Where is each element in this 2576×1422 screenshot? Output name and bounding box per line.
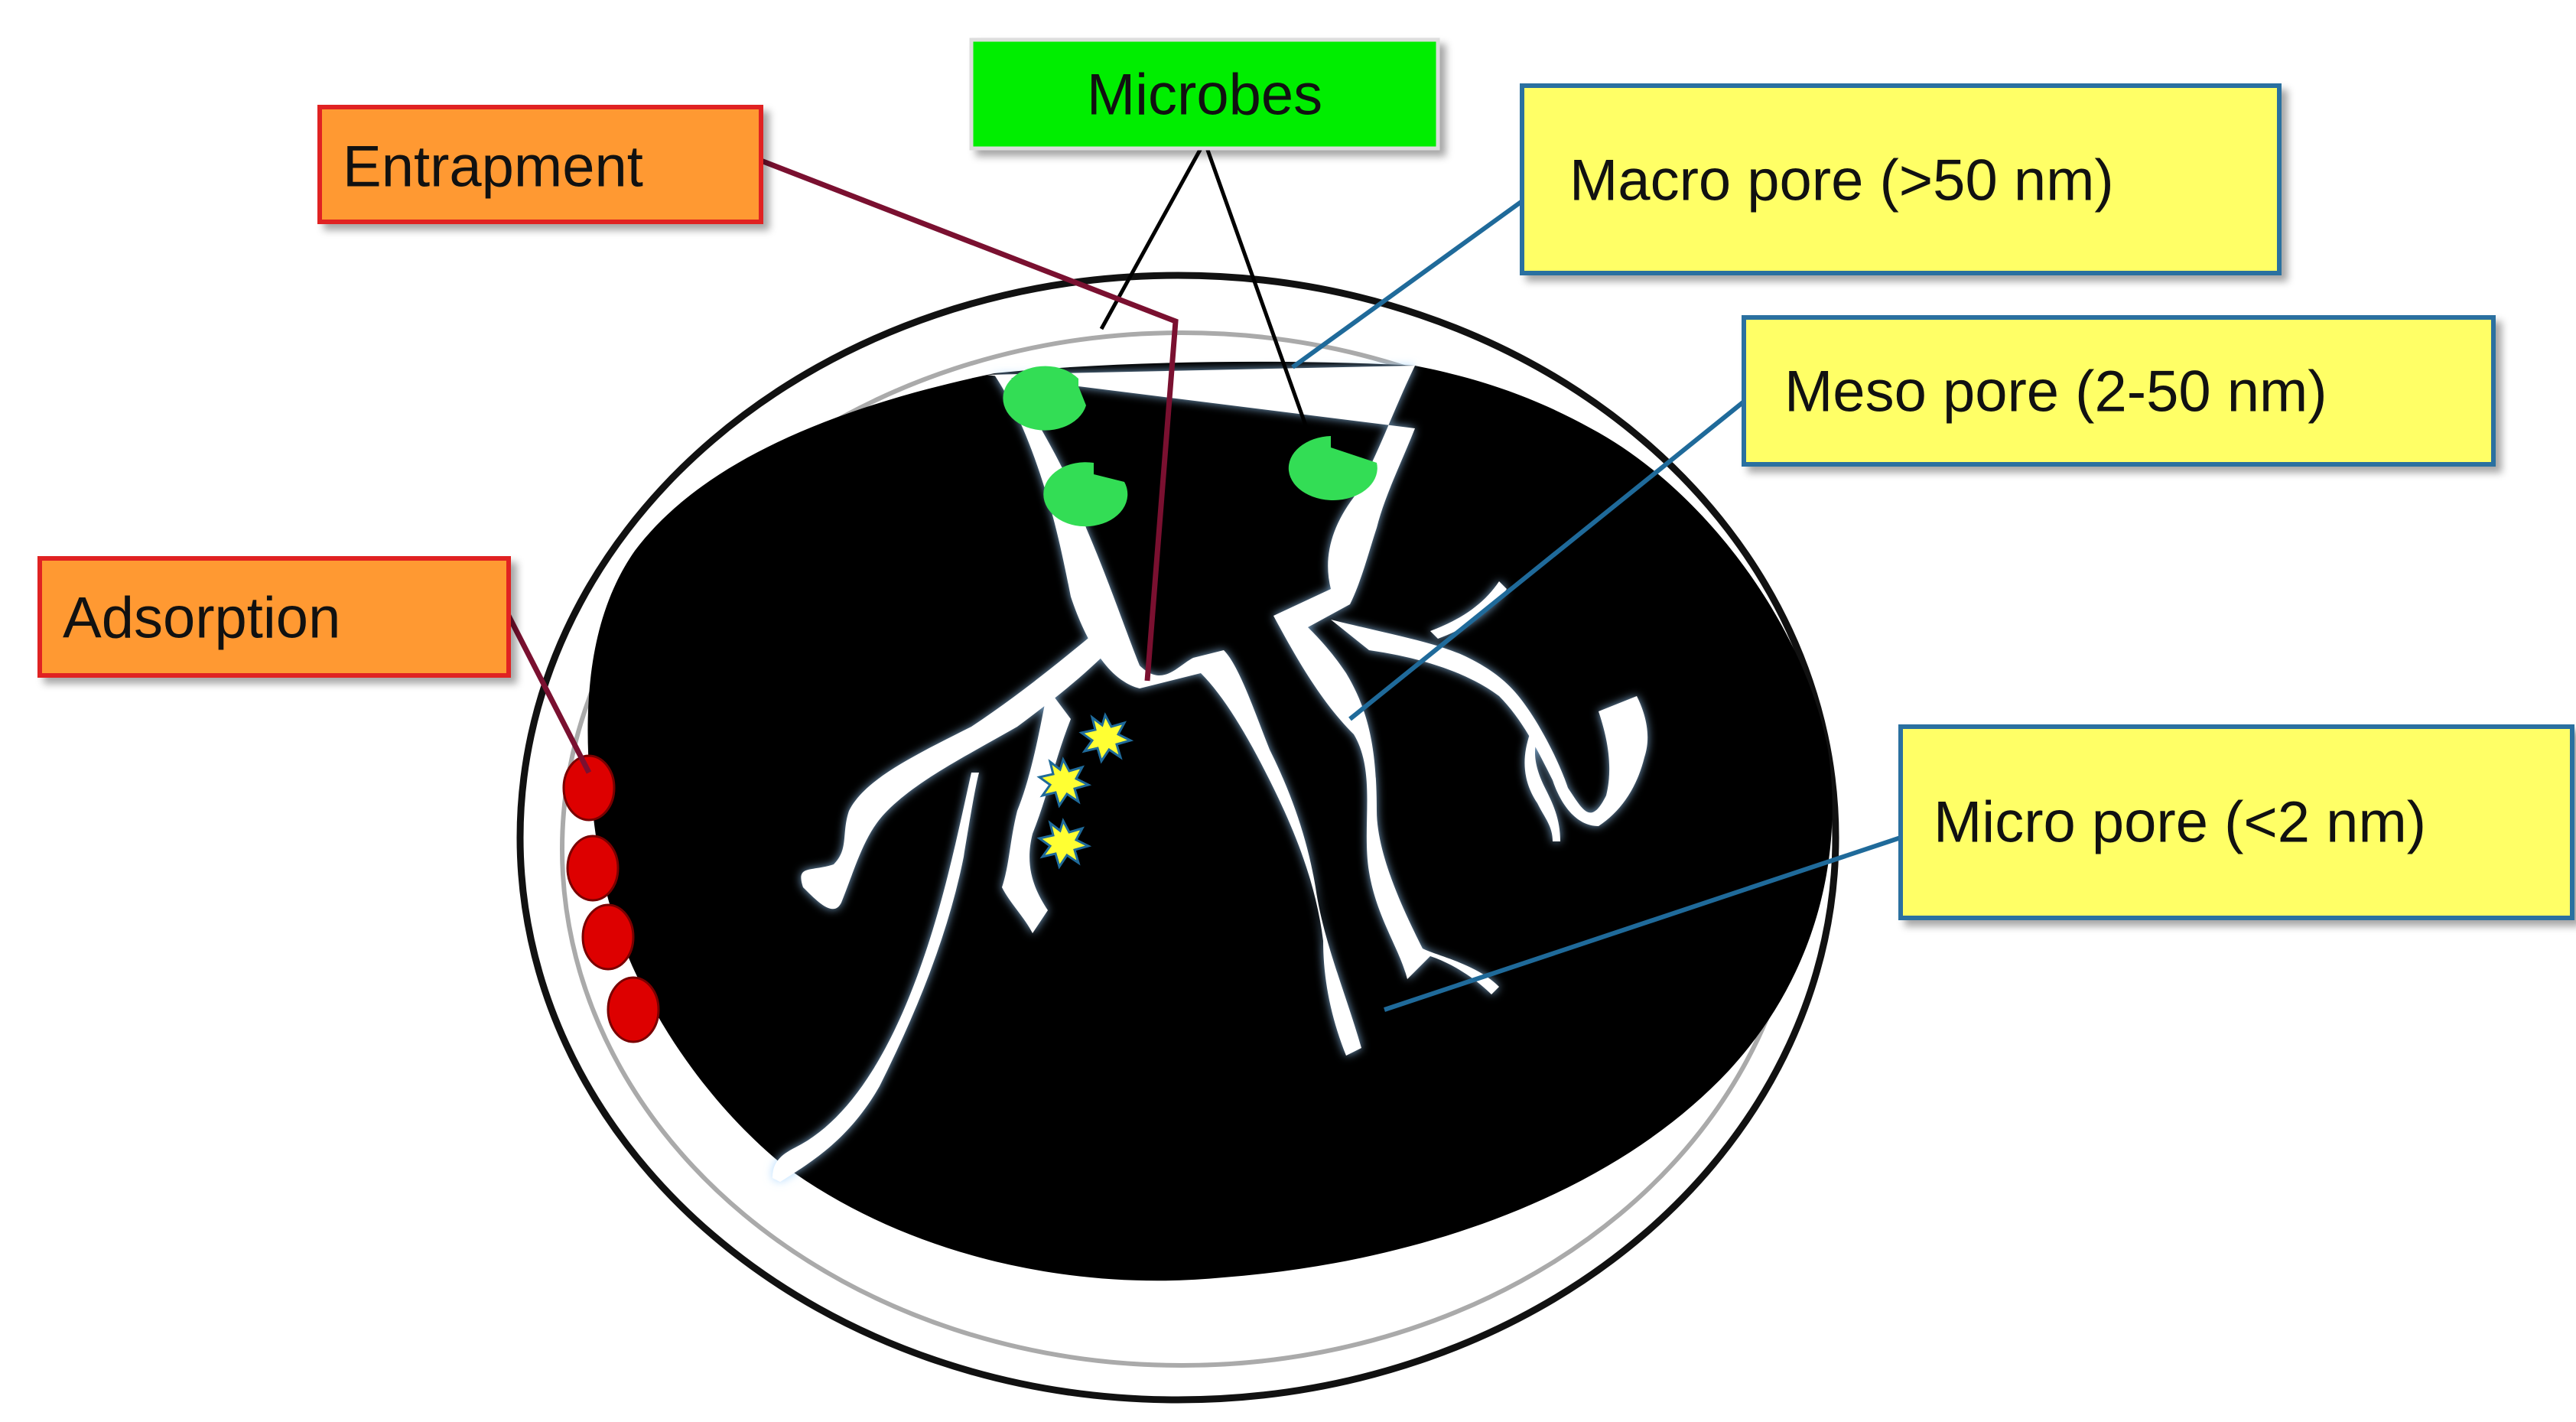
- entrapment-label: Entrapment: [343, 135, 643, 200]
- meso-pore-connector: [1348, 399, 1745, 721]
- entrapped-particles: [1036, 712, 1134, 870]
- adsorption-label: Adsorption: [63, 586, 340, 651]
- macro-pore-trunk: [994, 375, 1361, 1056]
- left-lower-branch: [1002, 688, 1071, 933]
- micro-pore-connector: [1384, 835, 1901, 1012]
- right-thin-branch: [1430, 581, 1507, 639]
- macro-pore-channel: [987, 366, 1499, 994]
- entrapped-particle-icon: [1036, 757, 1092, 809]
- adsorbed-particle-icon: [566, 835, 620, 902]
- microbes-connector-right: [1202, 141, 1312, 437]
- pore-network: [772, 366, 1648, 1182]
- right-tail-branch: [1524, 734, 1560, 841]
- connector-lines: [506, 140, 1901, 1012]
- microbe-icon: [1288, 436, 1377, 500]
- label-macro-pore: Macro pore (>50 nm): [1520, 83, 2282, 275]
- adsorbed-particle-icon: [581, 903, 635, 971]
- entrapment-connector: [759, 158, 1179, 682]
- adsorbed-particles: [562, 754, 660, 1043]
- entrapped-particle-icon: [1036, 818, 1092, 870]
- macro-pore-label: Macro pore (>50 nm): [1569, 148, 2114, 213]
- microbes-box: [969, 37, 1440, 151]
- right-branch: [1331, 620, 1648, 826]
- microbe-icon: [1043, 462, 1128, 527]
- micro-pore-label: Micro pore (<2 nm): [1934, 790, 2426, 855]
- biochar-body: [587, 361, 1833, 1281]
- microbes-group: [1003, 366, 1377, 527]
- meso-pore-label: Meso pore (2-50 nm): [1784, 360, 2327, 425]
- left-branch: [801, 627, 1109, 909]
- label-adsorption: Adsorption: [37, 556, 511, 678]
- micro-pore-box: [1898, 724, 2574, 920]
- microbe-icon: [1003, 366, 1086, 431]
- adsorption-box: [37, 556, 511, 678]
- entrapment-box: [317, 105, 763, 224]
- adsorption-connector: [506, 614, 592, 774]
- entrapped-particle-icon: [1078, 712, 1134, 764]
- adsorbed-particle-icon: [562, 754, 616, 822]
- adsorbed-particle-icon: [607, 976, 660, 1043]
- meso-pore-box: [1742, 315, 2496, 467]
- label-microbes: Microbes: [969, 37, 1440, 151]
- label-micro-pore: Micro pore (<2 nm): [1898, 724, 2574, 920]
- macro-pore-box: [1520, 83, 2282, 275]
- label-meso-pore: Meso pore (2-50 nm): [1742, 315, 2496, 467]
- label-entrapment: Entrapment: [317, 105, 763, 224]
- microbes-label: Microbes: [1087, 63, 1322, 128]
- macro-pore-connector: [1291, 199, 1524, 369]
